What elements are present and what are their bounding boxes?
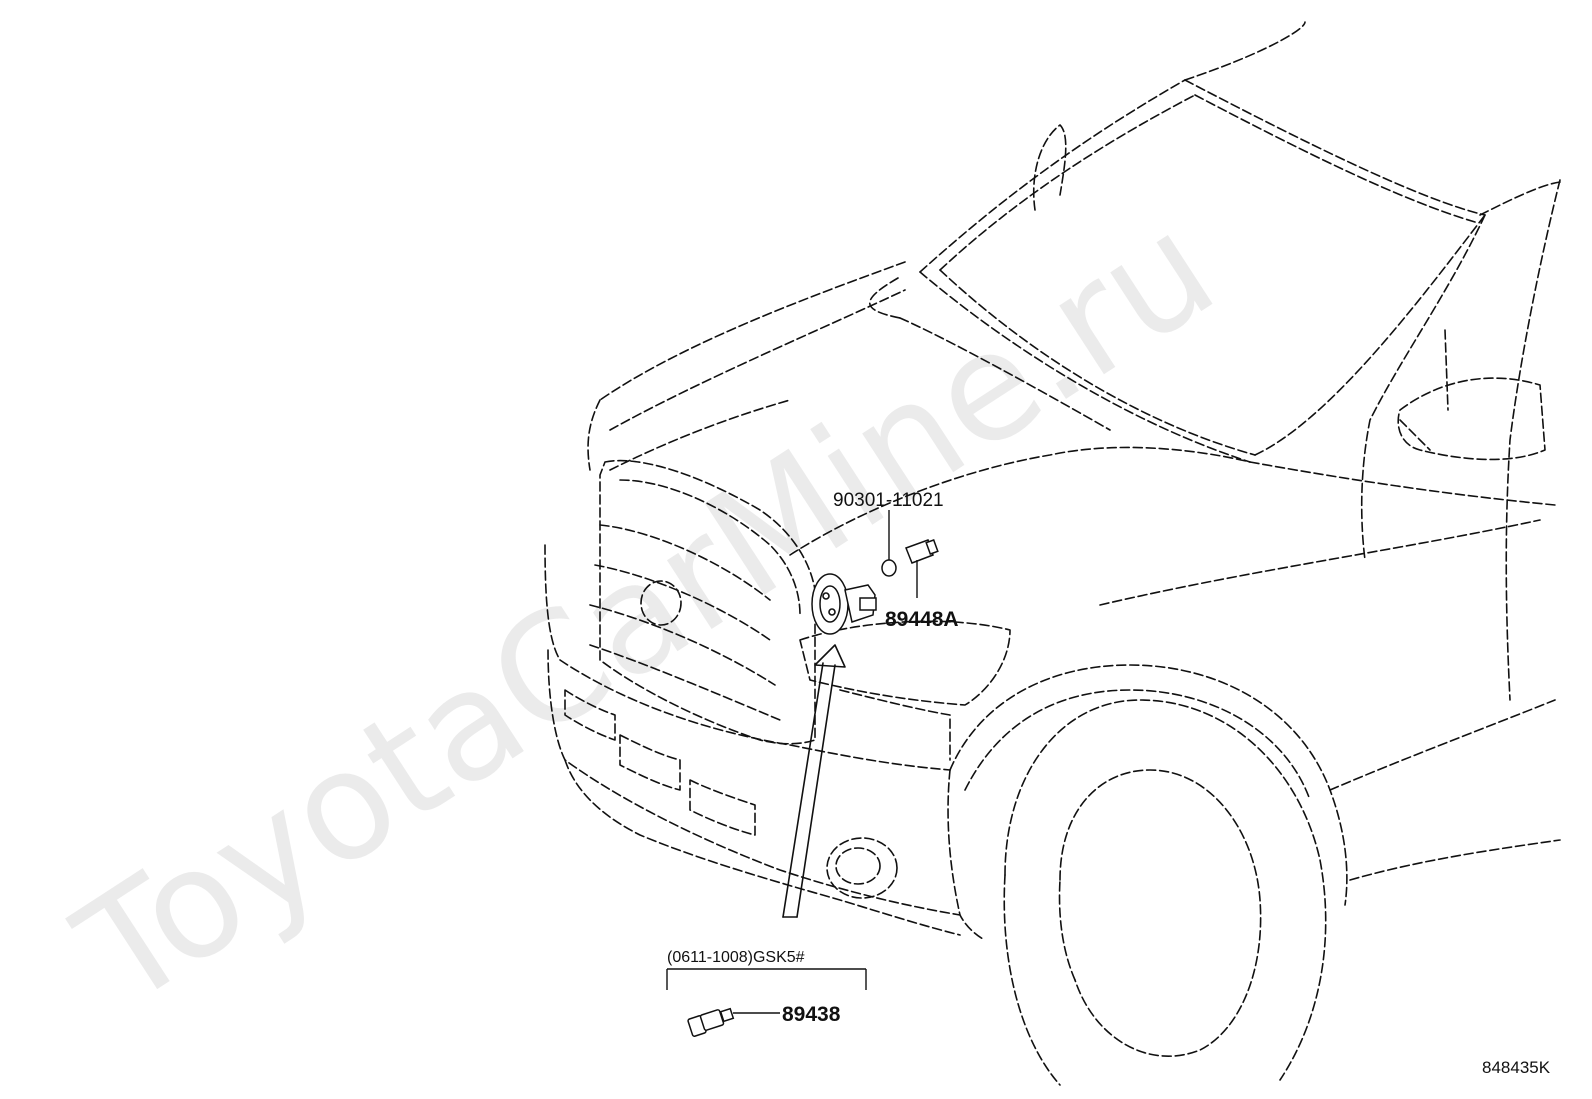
range-bracket (666, 968, 867, 990)
o-ring-part-number: 90301-11021 (833, 490, 944, 511)
pointer-arrow (782, 644, 846, 918)
valve-part (905, 539, 939, 598)
sensor-assembly (811, 573, 877, 635)
valve-part-number: 89448A (885, 608, 959, 631)
sensor-part (687, 1007, 780, 1037)
vehicle-outline (544, 21, 1561, 1086)
sensor-part-number: 89438 (782, 1003, 841, 1026)
o-ring-part (881, 510, 897, 577)
production-range-label: (0611-1008)GSK5# (667, 949, 805, 966)
diagram-code: 848435K (1482, 1058, 1551, 1077)
watermark-text: ToyotaCarMine.ru (49, 181, 1244, 1041)
